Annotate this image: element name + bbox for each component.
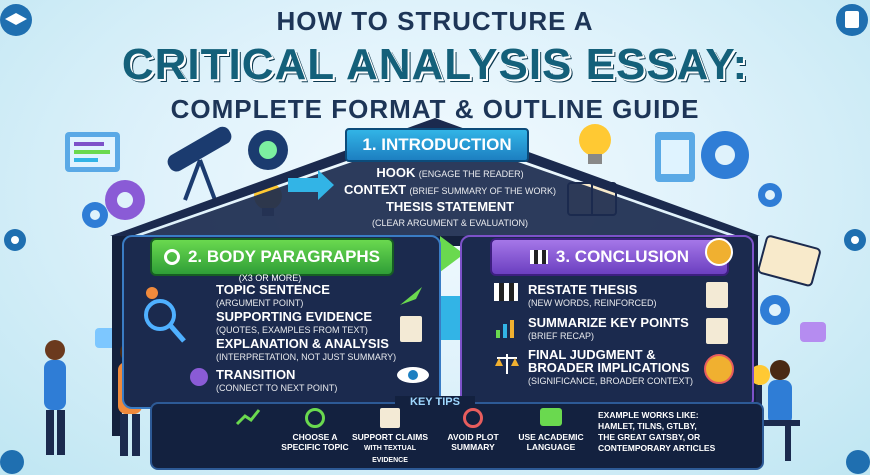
monitor-icon (65, 132, 120, 172)
student-figure (44, 340, 66, 455)
title-line-1: HOW TO STRUCTURE A (276, 6, 594, 36)
arrow-right-icon (288, 170, 334, 200)
document-icon (380, 408, 400, 428)
bar-chart-icon (494, 318, 518, 338)
medal-icon (705, 238, 733, 266)
gear-icon (701, 131, 749, 179)
introduction-items: HOOK (ENGAGE THE READER) CONTEXT (BRIEF … (320, 165, 580, 231)
bulb-icon (846, 450, 870, 474)
body-subheading: (X3 OR MORE) (238, 273, 302, 283)
speech-bubble-icon (540, 408, 562, 426)
scales-icon (494, 352, 520, 376)
body-item-evidence: SUPPORTING EVIDENCE(QUOTES, EXAMPLES FRO… (216, 309, 373, 335)
telescope-icon (167, 126, 232, 201)
magnifier-gear-icon (140, 285, 190, 355)
conclusion-item-summarize: SUMMARIZE KEY POINTS(BRIEF RECAP) (528, 315, 689, 341)
key-tips-heading: KEY TIPS (395, 396, 475, 408)
target-icon (305, 408, 325, 428)
body-item-transition: TRANSITION(CONNECT TO NEXT POINT) (216, 367, 338, 393)
gear-icon (163, 249, 180, 265)
conclusion-heading: 3. CONCLUSION (490, 238, 729, 276)
transition-icon (190, 368, 208, 386)
gear-icon (758, 183, 782, 207)
intro-item-hook: HOOK (ENGAGE THE READER) (376, 165, 524, 180)
intro-item-context: CONTEXT (BRIEF SUMMARY OF THE WORK) (344, 182, 556, 197)
bulb-icon (248, 130, 288, 170)
gear-icon (82, 202, 108, 228)
example-works: EXAMPLE WORKS LIKE: HAMLET, TILNS, GTLBY… (598, 410, 716, 453)
bulb-icon (0, 450, 24, 474)
no-sign-icon (463, 408, 483, 428)
quill-icon (398, 285, 426, 307)
gear-icon (844, 229, 866, 251)
body-heading: 2. BODY PARAGRAPHS (150, 238, 394, 276)
open-book-icon (757, 235, 821, 287)
conclusion-item-judgment: FINAL JUDGMENT &BROADER IMPLICATIONS(SIG… (528, 347, 694, 386)
eye-icon (396, 366, 430, 384)
title-line-2: CRITICAL ANALYSIS ESSAY: (121, 40, 749, 89)
award-icon (704, 354, 734, 384)
chart-monitor-icon (655, 132, 695, 182)
gear-icon (760, 295, 790, 325)
document-icon (706, 282, 728, 308)
bulb-icon (579, 124, 611, 164)
graduation-cap-icon (0, 4, 32, 36)
book-icon (836, 4, 868, 36)
document-icon (706, 318, 728, 344)
body-item-explanation: EXPLANATION & ANALYSIS(INTERPRETATION, N… (216, 336, 397, 362)
gear-icon (4, 229, 26, 251)
gear-icon (105, 180, 145, 220)
conclusion-item-restate: RESTATE THESIS(NEW WORDS, REINFORCED) (528, 282, 657, 308)
flag-icon (529, 250, 548, 264)
chat-bubble-icon (800, 322, 826, 342)
flag-icon (494, 283, 518, 301)
introduction-heading: 1. INTRODUCTION (345, 128, 529, 162)
title-line-3: COMPLETE FORMAT & OUTLINE GUIDE (170, 94, 700, 124)
growth-arrow-icon (235, 408, 261, 426)
body-item-topic: TOPIC SENTENCE(ARGUMENT POINT) (216, 282, 330, 308)
intro-item-thesis: THESIS STATEMENT(CLEAR ARGUMENT & EVALUA… (371, 199, 529, 228)
document-icon (400, 316, 422, 342)
